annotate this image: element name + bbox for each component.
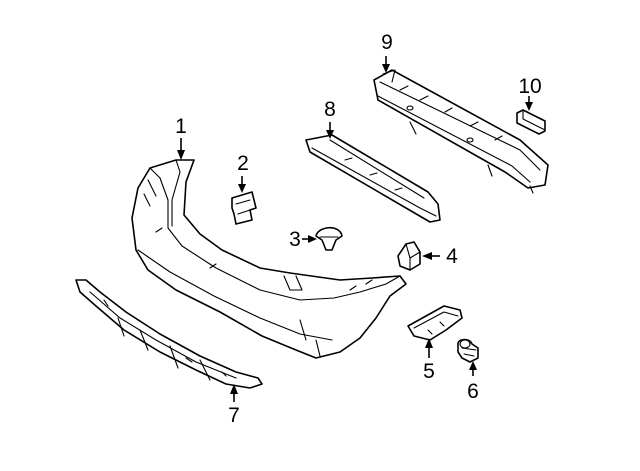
lower-valance-part[interactable]	[75, 279, 263, 389]
callout-1: 1	[175, 115, 187, 160]
label-tag-part[interactable]	[516, 109, 546, 135]
push-pin-part[interactable]	[457, 338, 479, 363]
callout-1-label: 1	[175, 115, 187, 138]
bracket-part[interactable]	[231, 191, 257, 225]
callout-5: 5	[423, 338, 435, 383]
energy-absorber-part[interactable]	[305, 134, 441, 223]
callout-8-label: 8	[324, 98, 336, 121]
callout-5-label: 5	[423, 360, 435, 383]
callout-7: 7	[228, 384, 240, 427]
callout-3-label: 3	[289, 228, 301, 251]
callout-10: 10	[518, 75, 542, 111]
callout-2: 2	[237, 152, 249, 193]
callout-10-label: 10	[518, 75, 541, 98]
callout-3: 3	[289, 228, 317, 251]
callout-6-label: 6	[467, 380, 479, 403]
reinforcement-beam-part[interactable]	[373, 69, 549, 194]
callout-4-label: 4	[446, 245, 458, 268]
callout-6: 6	[467, 361, 479, 403]
callout-8: 8	[324, 98, 336, 139]
bumper-cover-part[interactable]	[131, 159, 407, 359]
retainer-part[interactable]	[397, 241, 421, 271]
clip-part[interactable]	[315, 226, 343, 251]
callout-4: 4	[422, 245, 458, 268]
callout-2-label: 2	[237, 152, 249, 175]
side-bracket-part[interactable]	[407, 305, 463, 341]
callout-9: 9	[381, 31, 393, 73]
callout-7-label: 7	[228, 404, 240, 427]
callout-9-label: 9	[381, 31, 393, 54]
